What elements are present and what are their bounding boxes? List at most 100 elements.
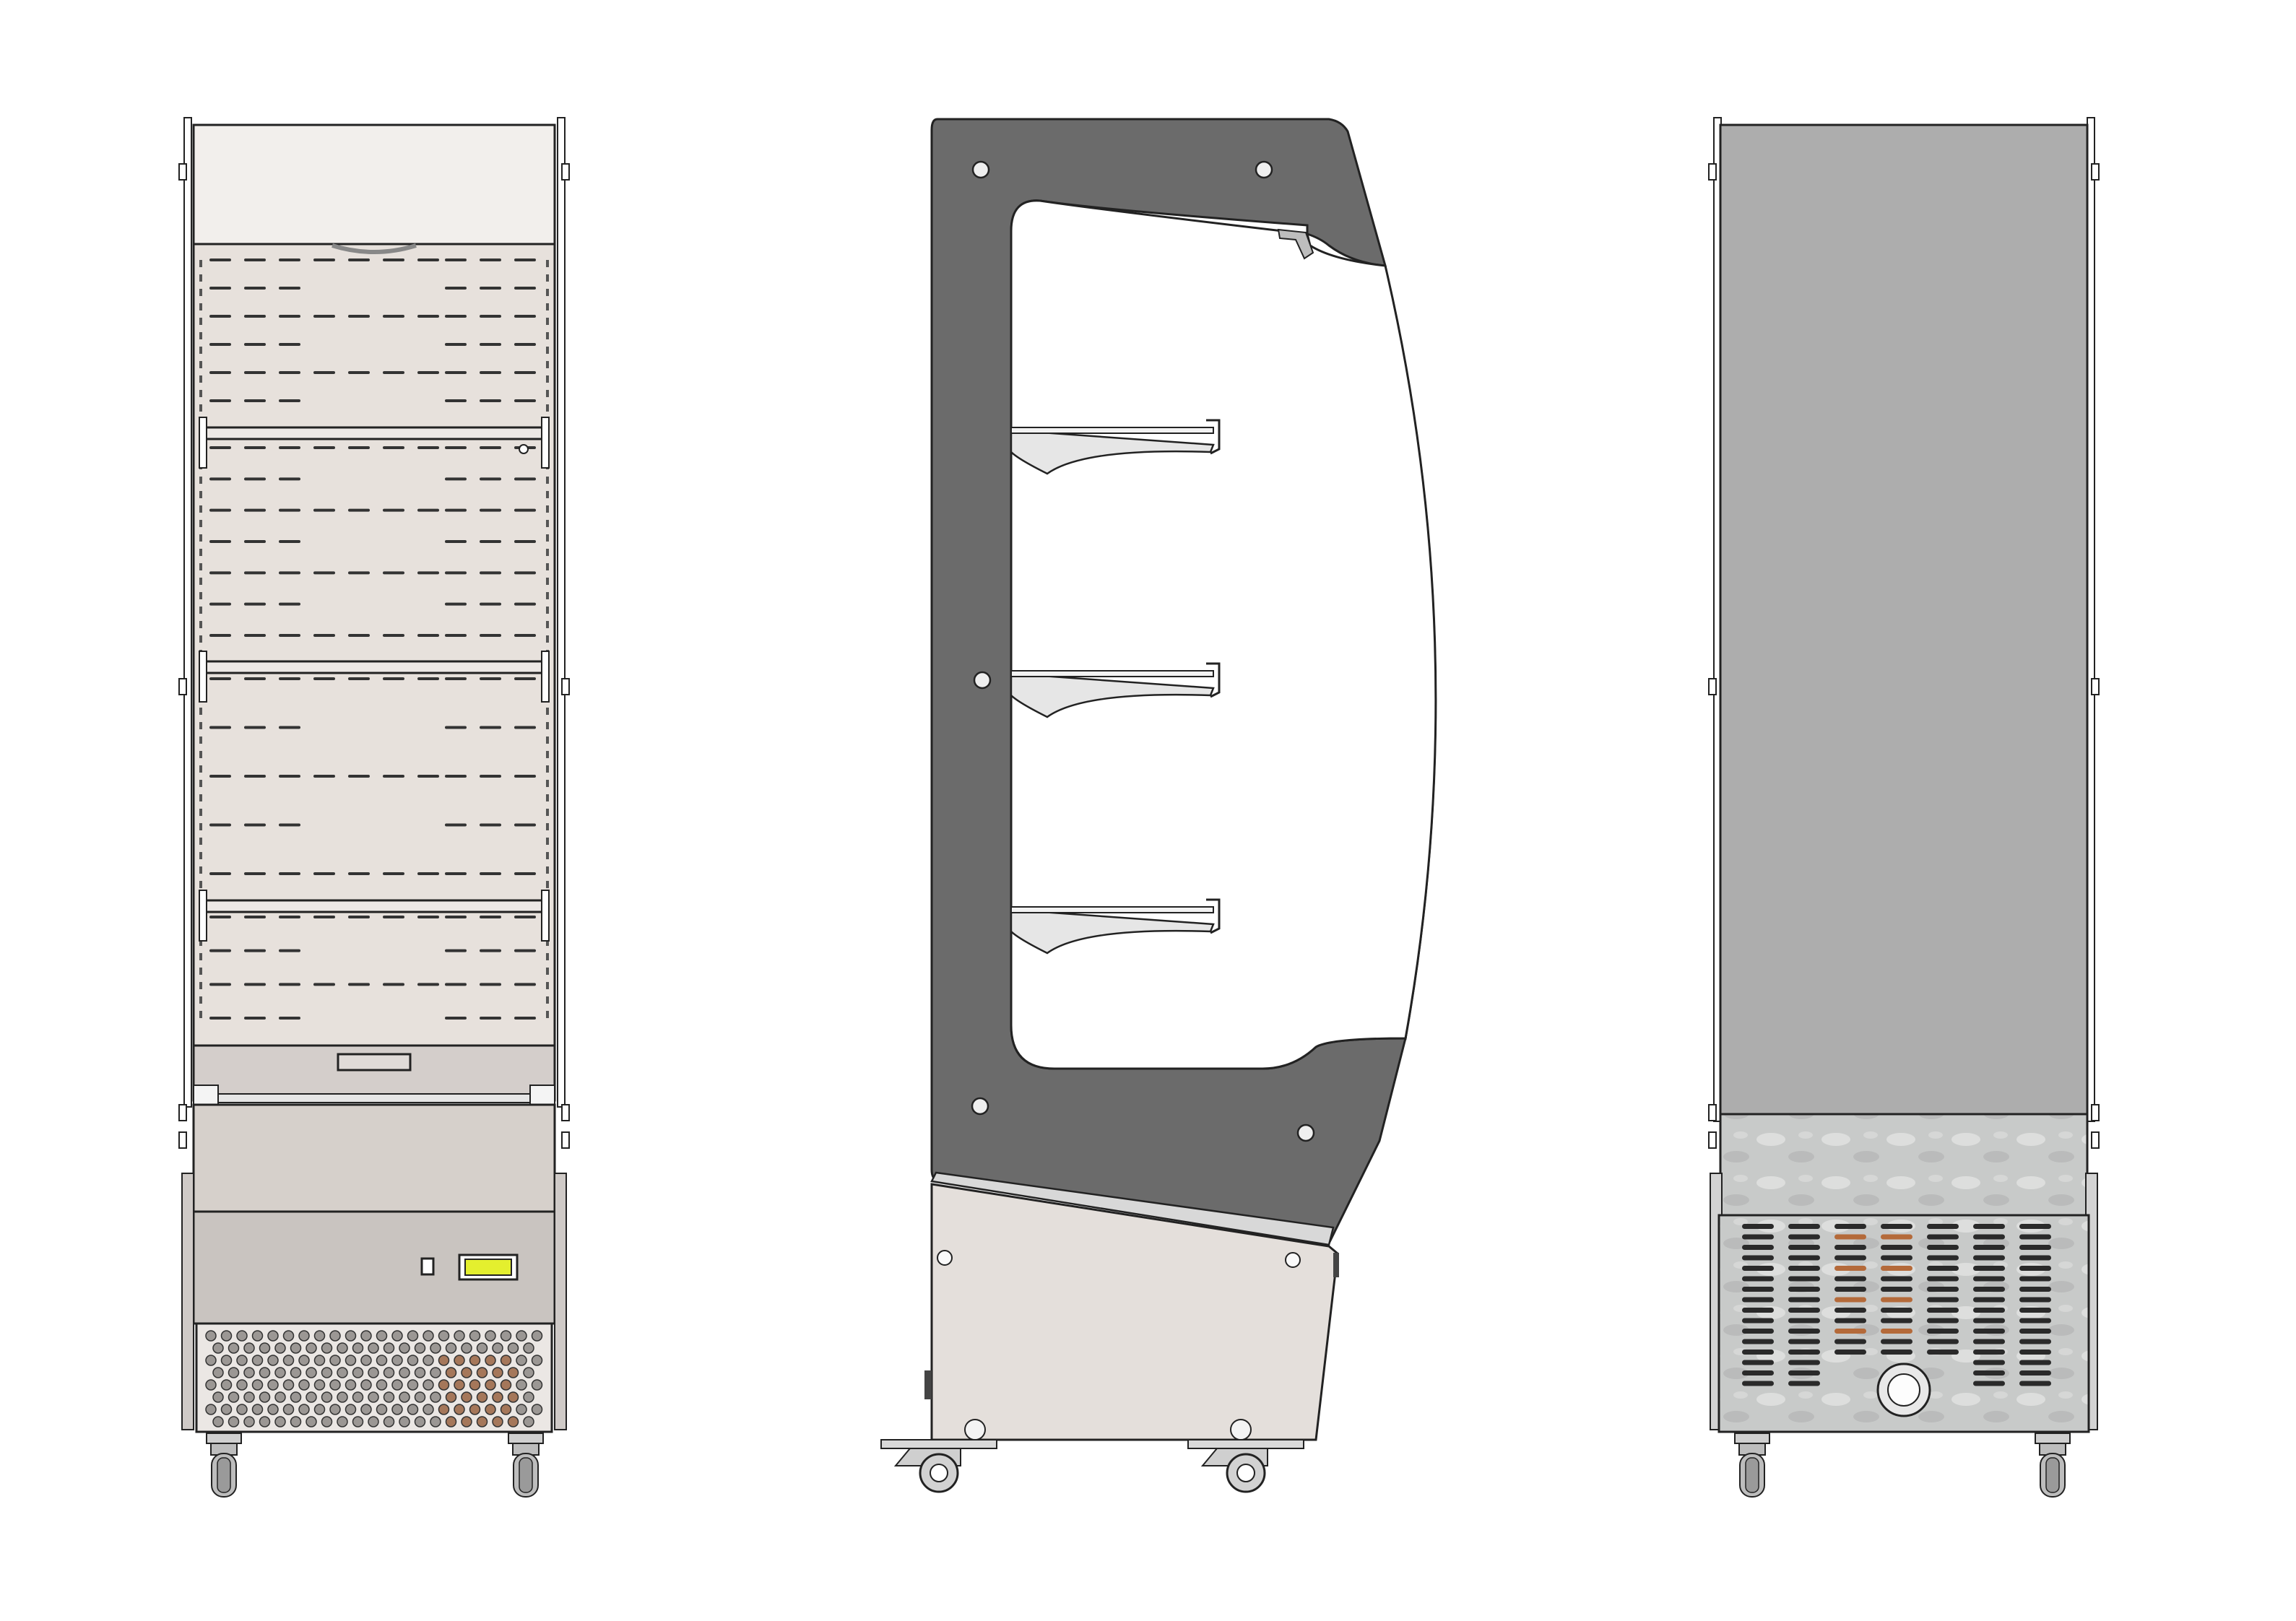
base-trim (930, 1171, 1335, 1246)
rack-hole (199, 289, 202, 296)
vent-hole (306, 1416, 317, 1427)
vent-slot (1927, 1297, 1959, 1303)
vent-hole (507, 1416, 519, 1427)
vent-hole (321, 1391, 333, 1403)
rack-hole (546, 780, 549, 787)
vent-slot (1788, 1370, 1820, 1376)
rack-hole (546, 866, 549, 874)
side-handle-notch (1333, 1253, 1339, 1277)
shelf-bracket-side (1010, 672, 1215, 718)
shelf-bracket (541, 417, 550, 469)
vent-slot (1881, 1245, 1912, 1250)
vent-slot (1973, 1350, 2005, 1355)
base-panel-upper (192, 1103, 556, 1213)
vent-hole (274, 1367, 286, 1378)
vent-slot (1973, 1266, 2005, 1271)
left-upright (183, 117, 192, 1108)
vent-hole (329, 1355, 341, 1366)
caster-rear-right (2035, 1433, 2071, 1498)
vent-hole (205, 1404, 217, 1415)
rear-hinge-bracket (2091, 1131, 2100, 1149)
vent-slot (1788, 1329, 1820, 1334)
base-screw (1285, 1252, 1301, 1268)
left-frame-leg (181, 1173, 194, 1430)
vent-hole (313, 1404, 326, 1415)
vent-hole (469, 1330, 481, 1342)
vent-hole (212, 1342, 224, 1354)
vent-hole (376, 1355, 388, 1366)
vent-hole (352, 1367, 364, 1378)
vent-hole (267, 1404, 279, 1415)
vent-slot (1881, 1308, 1912, 1313)
rear-view-group (1708, 117, 2100, 1498)
vent-hole (461, 1416, 472, 1427)
vent-hole (476, 1342, 488, 1354)
rack-hole (199, 809, 202, 816)
vent-slot (1742, 1234, 1774, 1240)
controller-display (464, 1259, 512, 1276)
vent-hole (251, 1355, 264, 1366)
vent-slot (1973, 1339, 2005, 1344)
vent-slot (1742, 1287, 1774, 1292)
vent-slot (1881, 1255, 1912, 1261)
caster-tread (217, 1457, 231, 1493)
vent-hole (282, 1404, 295, 1415)
rack-hole (546, 838, 549, 845)
hinge-bracket (178, 163, 187, 181)
vent-slot (1973, 1360, 2005, 1365)
rack-hole (546, 520, 549, 527)
vent-hole (321, 1367, 333, 1378)
vent-hole (212, 1367, 224, 1378)
vent-hole (500, 1404, 512, 1415)
shelf-top-side (1010, 906, 1214, 913)
vent-hole (282, 1355, 295, 1366)
rack-hole (199, 996, 202, 1004)
vent-hole (337, 1342, 348, 1354)
rack-hole (546, 607, 549, 614)
vent-hole (368, 1367, 379, 1378)
caster-plate (880, 1439, 997, 1449)
rack-hole (546, 996, 549, 1004)
rack-hole (546, 751, 549, 758)
vent-hole (507, 1391, 519, 1403)
rack-hole (199, 982, 202, 989)
vent-hole (391, 1355, 403, 1366)
vent-hole (376, 1404, 388, 1415)
shelf-bracket (199, 890, 207, 942)
vent-hole (345, 1330, 357, 1342)
vent-slot (2019, 1318, 2051, 1324)
shelf-front-lip (1206, 419, 1221, 455)
vent-hole (298, 1379, 310, 1391)
vent-slot (1927, 1276, 1959, 1282)
vent-hole (531, 1404, 543, 1415)
vent-hole (399, 1367, 410, 1378)
vent-hole (313, 1330, 326, 1342)
vent-slot (1973, 1287, 2005, 1292)
vent-hole (438, 1355, 450, 1366)
vent-slot (1881, 1350, 1912, 1355)
rack-hole (546, 578, 549, 585)
vent-hole (321, 1416, 333, 1427)
vent-hole (368, 1391, 379, 1403)
vent-hole (220, 1379, 233, 1391)
vent-hole (274, 1416, 286, 1427)
rack-hole (199, 794, 202, 801)
rear-back-panel (1719, 123, 2089, 1116)
vent-hole (476, 1367, 488, 1378)
rack-hole (199, 939, 202, 946)
vent-hole (414, 1342, 426, 1354)
rear-hinge-bracket (2091, 163, 2100, 181)
rack-hole (199, 823, 202, 830)
vent-hole (391, 1404, 403, 1415)
rack-hole (546, 260, 549, 267)
vent-hole (399, 1391, 410, 1403)
shelf-front-lip (1206, 662, 1221, 698)
vent-hole (383, 1367, 395, 1378)
rack-hole (199, 477, 202, 484)
vent-hole (352, 1416, 364, 1427)
vent-slot (1973, 1276, 2005, 1282)
caster-plate (2035, 1433, 2071, 1444)
vent-hole (523, 1416, 534, 1427)
vent-slot (2019, 1381, 2051, 1386)
